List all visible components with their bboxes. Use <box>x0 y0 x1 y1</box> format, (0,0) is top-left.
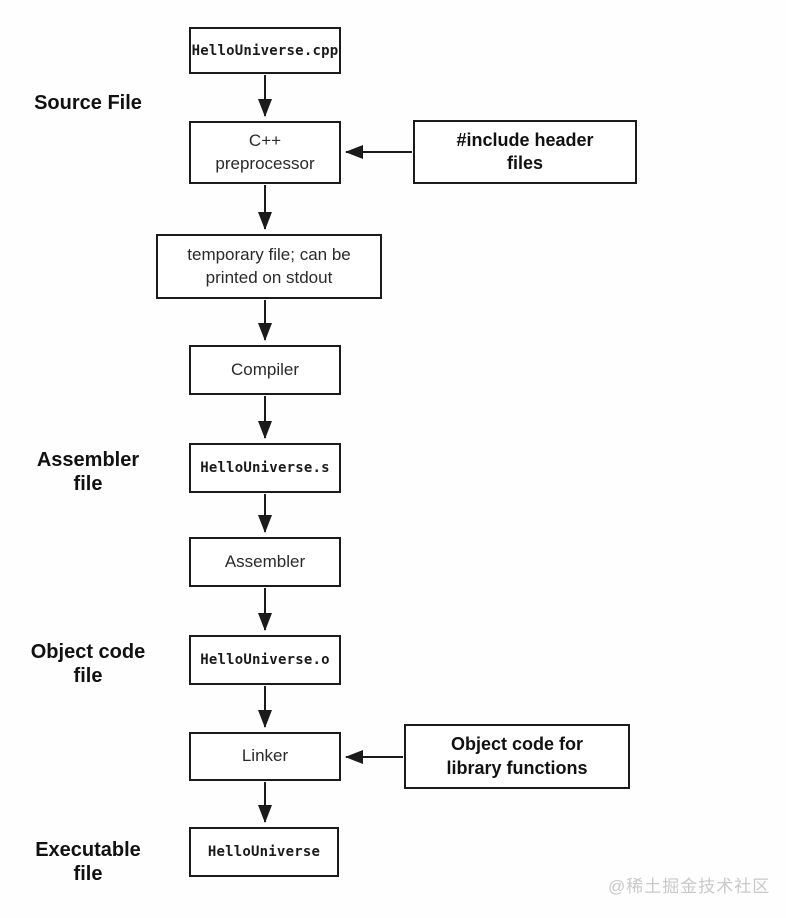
node-compiler: Compiler <box>189 345 341 395</box>
node-library-object-code: Object code for library functions <box>404 724 630 789</box>
label-source-file: Source File <box>34 92 142 114</box>
node-temporary-file: temporary file; can be printed on stdout <box>156 234 382 299</box>
node-include-headers: #include header files <box>413 120 637 184</box>
node-source-cpp-file: HelloUniverse.cpp <box>189 27 341 74</box>
node-assembler: Assembler <box>189 537 341 587</box>
node-assembler-file: HelloUniverse.s <box>189 443 341 493</box>
node-cpp-preprocessor: C++ preprocessor <box>189 121 341 184</box>
watermark-text: @稀土掘金技术社区 <box>608 877 771 896</box>
node-executable: HelloUniverse <box>189 827 339 877</box>
label-executable-file: Executable file <box>35 839 141 885</box>
label-object-code-file: Object code file <box>30 641 146 687</box>
label-assembler-file: Assembler file <box>36 449 140 495</box>
node-linker: Linker <box>189 732 341 781</box>
node-object-file: HelloUniverse.o <box>189 635 341 685</box>
